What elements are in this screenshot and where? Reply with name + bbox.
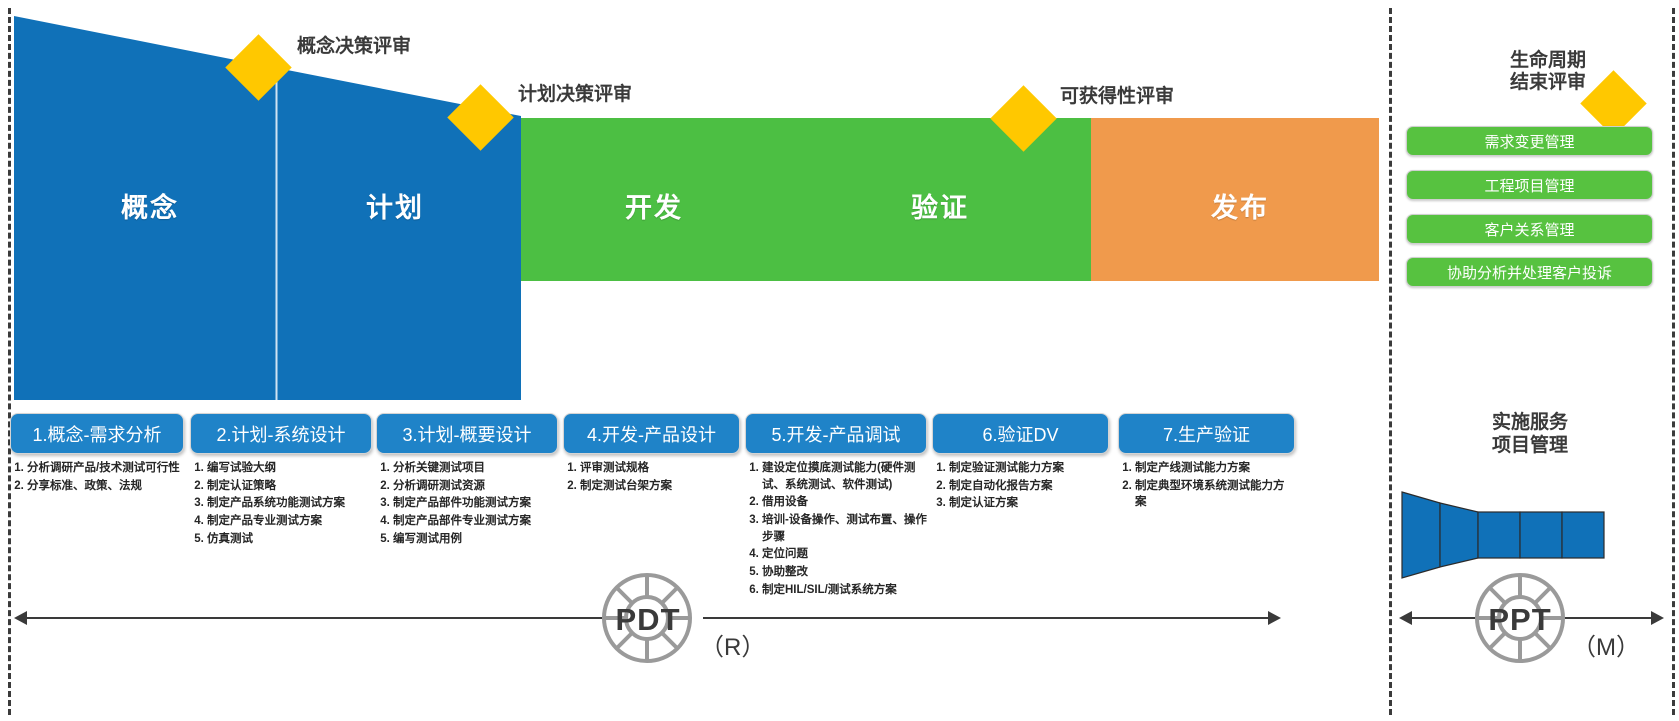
phase-list-1: 分析调研产品/技术测试可行性 分享标准、政策、法规 [10, 460, 182, 495]
ppt-wheel-icon [1474, 572, 1566, 669]
list-item: 培训-设备操作、测试布置、操作步骤 [762, 512, 931, 545]
stage-label-verify: 验证 [911, 193, 969, 223]
list-item: 制定自动化报告方案 [949, 478, 1112, 495]
support-pill-label: 工程项目管理 [1484, 177, 1575, 195]
list-item: 制定产线测试能力方案 [1135, 460, 1290, 477]
pdt-rail-left [26, 617, 628, 619]
stage-shape-plan [277, 68, 521, 400]
ppt-arrow-right-head [1651, 611, 1664, 625]
support-pill-label: 协助分析并处理客户投诉 [1446, 264, 1612, 282]
list-item: 建设定位摸底测试能力(硬件测试、系统测试、软件测试) [762, 460, 931, 493]
list-item: 仿真测试 [207, 531, 370, 548]
list-item: 分析调研测试资源 [393, 478, 562, 495]
list-item: 借用设备 [762, 494, 931, 511]
service-title-line1: 实施服务 [1491, 412, 1568, 433]
phase-tab-6[interactable]: 6.验证DV [932, 413, 1109, 454]
support-pill-label: 需求变更管理 [1484, 133, 1575, 151]
support-pill-crm[interactable]: 客户关系管理 [1406, 214, 1653, 244]
milestone-label-eol-line1: 生命周期 [1509, 50, 1586, 71]
phase-tab-label: 1.概念-需求分析 [32, 424, 162, 445]
stage-label-develop: 开发 [625, 193, 683, 223]
support-pill-complaint-handling[interactable]: 协助分析并处理客户投诉 [1406, 257, 1653, 287]
list-item: 编写测试用例 [393, 531, 562, 548]
list-item: 定位问题 [762, 546, 931, 563]
phase-tab-label: 3.计划-概要设计 [402, 424, 532, 445]
list-item: 评审测试规格 [580, 460, 738, 477]
phase-list-5: 建设定位摸底测试能力(硬件测试、系统测试、软件测试) 借用设备 培训-设备操作、… [745, 460, 931, 599]
pdt-wheel-icon [601, 572, 693, 669]
stage-shape-release [1091, 118, 1379, 281]
phase-tab-label: 4.开发-产品设计 [586, 424, 716, 445]
milestone-label-eol-review: 生命周期 结束评审 [1366, 50, 1586, 95]
list-item: 制定产品专业测试方案 [207, 513, 370, 530]
phase-tab-label: 5.开发-产品调试 [771, 424, 901, 445]
pdt-rail-right [703, 617, 1268, 619]
boundary-dashed-left [8, 8, 11, 715]
list-item: 制定认证策略 [207, 478, 370, 495]
phase-list-7: 制定产线测试能力方案 制定典型环境系统测试能力方案 [1118, 460, 1290, 512]
service-block-title: 实施服务 项目管理 [1400, 412, 1660, 458]
phase-tab-label: 6.验证DV [982, 424, 1059, 445]
pdt-role-tag: （R） [700, 634, 766, 661]
phase-tab-2[interactable]: 2.计划-系统设计 [190, 413, 372, 454]
phase-tab-4[interactable]: 4.开发-产品设计 [563, 413, 740, 454]
ppt-rail-right [1559, 617, 1651, 619]
phase-tab-5[interactable]: 5.开发-产品调试 [745, 413, 927, 454]
boundary-dashed-right [1672, 8, 1675, 715]
support-pill-requirement-change[interactable]: 需求变更管理 [1406, 126, 1653, 156]
list-item: 制定认证方案 [949, 495, 1112, 512]
list-item: 制定产品部件功能测试方案 [393, 495, 562, 512]
pdt-label: PDT [615, 602, 681, 637]
list-item: 协助整改 [762, 564, 931, 581]
milestone-label-concept-review: 概念决策评审 [297, 36, 412, 57]
phase-tab-label: 2.计划-系统设计 [216, 424, 346, 445]
list-item: 制定测试台架方案 [580, 478, 738, 495]
milestone-label-eol-line2: 结束评审 [1509, 72, 1586, 94]
lifecycle-funnel [0, 0, 1400, 400]
phase-tab-7[interactable]: 7.生产验证 [1118, 413, 1295, 454]
support-pill-label: 客户关系管理 [1484, 221, 1575, 239]
phase-list-6: 制定验证测试能力方案 制定自动化报告方案 制定认证方案 [932, 460, 1112, 513]
phase-list-4: 评审测试规格 制定测试台架方案 [563, 460, 738, 495]
milestone-label-availability-review: 可获得性评审 [1060, 86, 1175, 107]
phase-list-2: 编写试验大纲 制定认证策略 制定产品系统功能测试方案 制定产品专业测试方案 仿真… [190, 460, 370, 548]
phase-tab-1[interactable]: 1.概念-需求分析 [10, 413, 184, 454]
milestone-label-plan-review: 计划决策评审 [518, 84, 633, 105]
pdt-arrow-left-head [14, 611, 27, 625]
ppt-rail-left [1411, 617, 1476, 619]
list-item: 制定HIL/SIL/测试系统方案 [762, 582, 931, 599]
boundary-dashed-middle [1389, 8, 1392, 715]
stage-shape-concept [14, 16, 276, 400]
service-title-line2: 项目管理 [1491, 434, 1568, 456]
ppt-arrow-left-head [1399, 611, 1412, 625]
phase-list-3: 分析关键测试项目 分析调研测试资源 制定产品部件功能测试方案 制定产品部件专业测… [376, 460, 562, 548]
stage-label-release: 发布 [1211, 193, 1269, 223]
list-item: 编写试验大纲 [207, 460, 370, 477]
ppt-label: PPT [1488, 602, 1552, 637]
list-item: 制定典型环境系统测试能力方案 [1135, 478, 1290, 511]
list-item: 分析关键测试项目 [393, 460, 562, 477]
stage-shape-develop [521, 118, 787, 281]
stage-label-concept: 概念 [121, 193, 179, 223]
list-item: 分析调研产品/技术测试可行性 [27, 460, 182, 477]
list-item: 制定产品系统功能测试方案 [207, 495, 370, 512]
phase-tab-3[interactable]: 3.计划-概要设计 [376, 413, 558, 454]
list-item: 制定产品部件专业测试方案 [393, 513, 562, 530]
service-funnel-icon [1400, 490, 1610, 585]
phase-tab-label: 7.生产验证 [1162, 424, 1250, 445]
stage-shape-verify [787, 118, 1091, 281]
list-item: 制定验证测试能力方案 [949, 460, 1112, 477]
list-item: 分享标准、政策、法规 [27, 478, 182, 495]
ppt-role-tag: （M） [1572, 634, 1640, 661]
stage-label-plan: 计划 [366, 193, 424, 223]
pdt-arrow-right-head [1268, 611, 1281, 625]
support-pill-engineering-project[interactable]: 工程项目管理 [1406, 170, 1653, 200]
